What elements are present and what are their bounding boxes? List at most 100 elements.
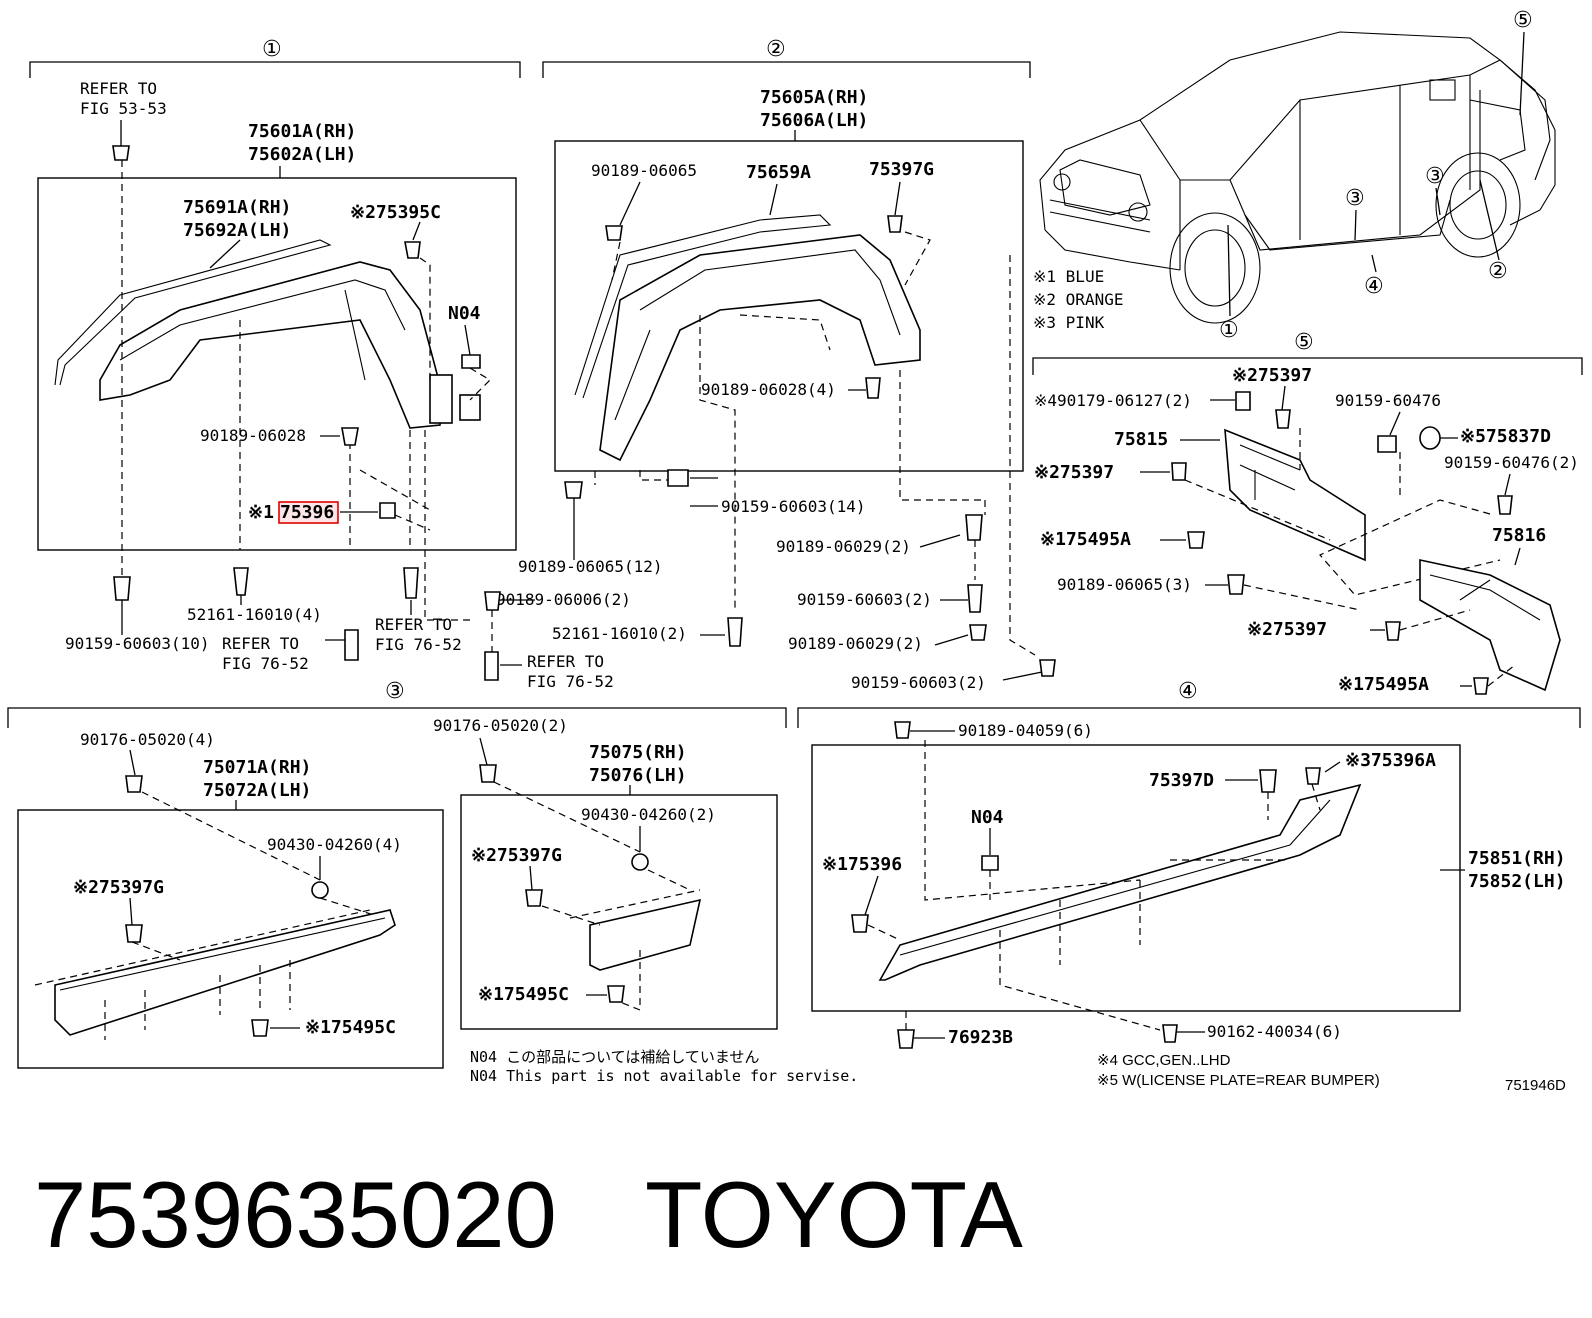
part-label-highlight-prefix: ※1 [248,502,274,523]
part-label-75659A[interactable]: 75659A [746,162,811,183]
part-label-52161-16010-4[interactable]: 52161-16010(4) [187,605,322,624]
part-label-75691A[interactable]: 75691A(RH) [183,197,291,218]
part-label-75396A[interactable]: ※375396A [1345,750,1436,771]
part-label-76923B[interactable]: 76923B [948,1027,1013,1048]
bracket-icon [981,855,999,871]
footer-title: 7539635020 TOYOTA [34,1162,1023,1267]
refer-label-53-53-line2: FIG 53-53 [80,99,167,118]
part-label-90189-06065[interactable]: 90189-06065 [591,161,697,180]
clip-icon [564,481,583,499]
part-label-75816[interactable]: 75816 [1492,525,1546,546]
car-callout-3a: ③ [1345,186,1365,211]
part-label-90179-06127[interactable]: ※490179-06127(2) [1034,391,1192,410]
part-label-75397-low[interactable]: ※275397 [1247,619,1327,640]
pin-icon [403,567,419,599]
part-label-75396-highlight[interactable]: 75396 [280,502,334,523]
legend-pink: ※3 PINK [1033,313,1105,332]
part-label-90189-06029-2b[interactable]: 90189-06029(2) [788,634,923,653]
part-number-title: 7539635020 [34,1162,557,1267]
fender-moulding-strip [54,239,332,386]
footnote-4: ※4 GCC,GEN..LHD [1097,1052,1231,1069]
part-label-75397D[interactable]: 75397D [1149,770,1214,791]
part-label-75495C-s3b[interactable]: ※175495C [478,984,569,1005]
bracket-icon [461,354,481,369]
bolt-icon [667,469,689,487]
part-label-52161-16010-2[interactable]: 52161-16010(2) [552,624,687,643]
part-label-75397G-s3[interactable]: ※275397G [73,877,164,898]
section-1-front-fender: REFER TO FIG 53-53 75601A(RH) 75602A(LH)… [37,79,517,673]
clip-icon [1385,621,1401,641]
section-2-box [554,140,1024,472]
section-number-4: ④ [1178,679,1198,704]
part-label-90159-60603-10[interactable]: 90159-60603(10) [65,634,210,653]
legend-orange: ※2 ORANGE [1033,290,1123,309]
part-label-75495A-1[interactable]: ※175495A [1040,529,1131,550]
part-label-75606A[interactable]: 75606A(LH) [760,110,868,131]
part-label-90430-04260-4[interactable]: 90430-04260(4) [267,835,402,854]
footnote-5: ※5 W(LICENSE PLATE=REAR BUMPER) [1097,1072,1380,1089]
part-label-75397G-s3b[interactable]: ※275397G [471,845,562,866]
part-label-75495C-s3[interactable]: ※175495C [305,1017,396,1038]
part-label-90189-04059-6[interactable]: 90189-04059(6) [958,721,1093,740]
door-moulding-75071A [54,909,396,1036]
part-label-75075[interactable]: 75075(RH) [589,742,687,763]
part-label-75396-s4[interactable]: ※175396 [822,854,902,875]
clip-icon [851,914,869,933]
part-label-75395C[interactable]: ※275395C [350,202,441,223]
nut-icon [1235,391,1251,411]
part-label-75852[interactable]: 75852(LH) [1468,871,1566,892]
section-header-5: ⑤ [1032,330,1583,375]
n04-label-section-4[interactable]: N04 [971,807,1004,828]
car-callout-2: ② [1488,259,1508,284]
part-label-75601A[interactable]: 75601A(RH) [248,121,356,142]
part-label-75495A-2[interactable]: ※175495A [1338,674,1429,695]
part-label-90176-05020-4[interactable]: 90176-05020(4) [80,730,215,749]
cap-icon [1419,426,1441,450]
clip-icon [251,1019,269,1037]
clip-icon [1305,767,1321,785]
part-label-75072A[interactable]: 75072A(LH) [203,780,311,801]
part-label-90189-06065-12[interactable]: 90189-06065(12) [518,557,663,576]
clip-icon [605,225,623,241]
part-label-75076[interactable]: 75076(LH) [589,765,687,786]
part-label-90189-06028-s1[interactable]: 90189-06028 [200,426,306,445]
part-label-75397G-s2[interactable]: 75397G [869,159,934,180]
section-3-door-moulding: 90176-05020(4) 75071A(RH) 75072A(LH) 904… [17,716,778,1069]
part-label-75397-mid[interactable]: ※275397 [1034,462,1114,483]
part-label-90176-05020-2[interactable]: 90176-05020(2) [433,716,568,735]
part-label-90159-60476-2[interactable]: 90159-60476(2) [1444,453,1579,472]
rocker-moulding-75851 [878,783,1362,981]
bolt-icon [112,145,130,161]
part-label-90189-06028-4[interactable]: 90189-06028(4) [701,380,836,399]
part-label-90159-60603-14[interactable]: 90159-60603(14) [721,497,866,516]
clip-icon [125,924,143,943]
grommet-icon [379,502,396,519]
n04-label-section-1[interactable]: N04 [448,303,481,324]
clip-icon [1259,769,1277,793]
clip-icon [1473,677,1489,695]
part-label-75837D[interactable]: ※575837D [1460,426,1551,447]
part-label-90162-40034-6[interactable]: 90162-40034(6) [1207,1022,1342,1041]
part-label-75851[interactable]: 75851(RH) [1468,848,1566,869]
part-label-90189-06006-2[interactable]: 90189-06006(2) [496,590,631,609]
part-label-75071A[interactable]: 75071A(RH) [203,757,311,778]
part-label-75605A[interactable]: 75605A(RH) [760,87,868,108]
section-3-box-right [460,794,778,1030]
washer-icon [311,881,329,899]
part-label-90430-04260-2[interactable]: 90430-04260(2) [581,805,716,824]
bolt-icon [1377,435,1397,453]
brand-title: TOYOTA [645,1162,1023,1267]
screw-icon [965,514,983,541]
nut-icon [125,775,143,793]
part-label-90159-60603-2a[interactable]: 90159-60603(2) [797,590,932,609]
part-label-75815[interactable]: 75815 [1114,429,1168,450]
part-label-90189-06029-2a[interactable]: 90189-06029(2) [776,537,911,556]
part-label-90159-60476[interactable]: 90159-60476 [1335,391,1441,410]
part-label-90159-60603-2b[interactable]: 90159-60603(2) [851,673,986,692]
part-label-90189-06065-3[interactable]: 90189-06065(3) [1057,575,1192,594]
part-label-75397-top[interactable]: ※275397 [1232,365,1312,386]
part-label-75692A[interactable]: 75692A(LH) [183,220,291,241]
part-label-75602A[interactable]: 75602A(LH) [248,144,356,165]
section-header-3: ③ [7,679,787,728]
clip-icon [1187,531,1205,549]
